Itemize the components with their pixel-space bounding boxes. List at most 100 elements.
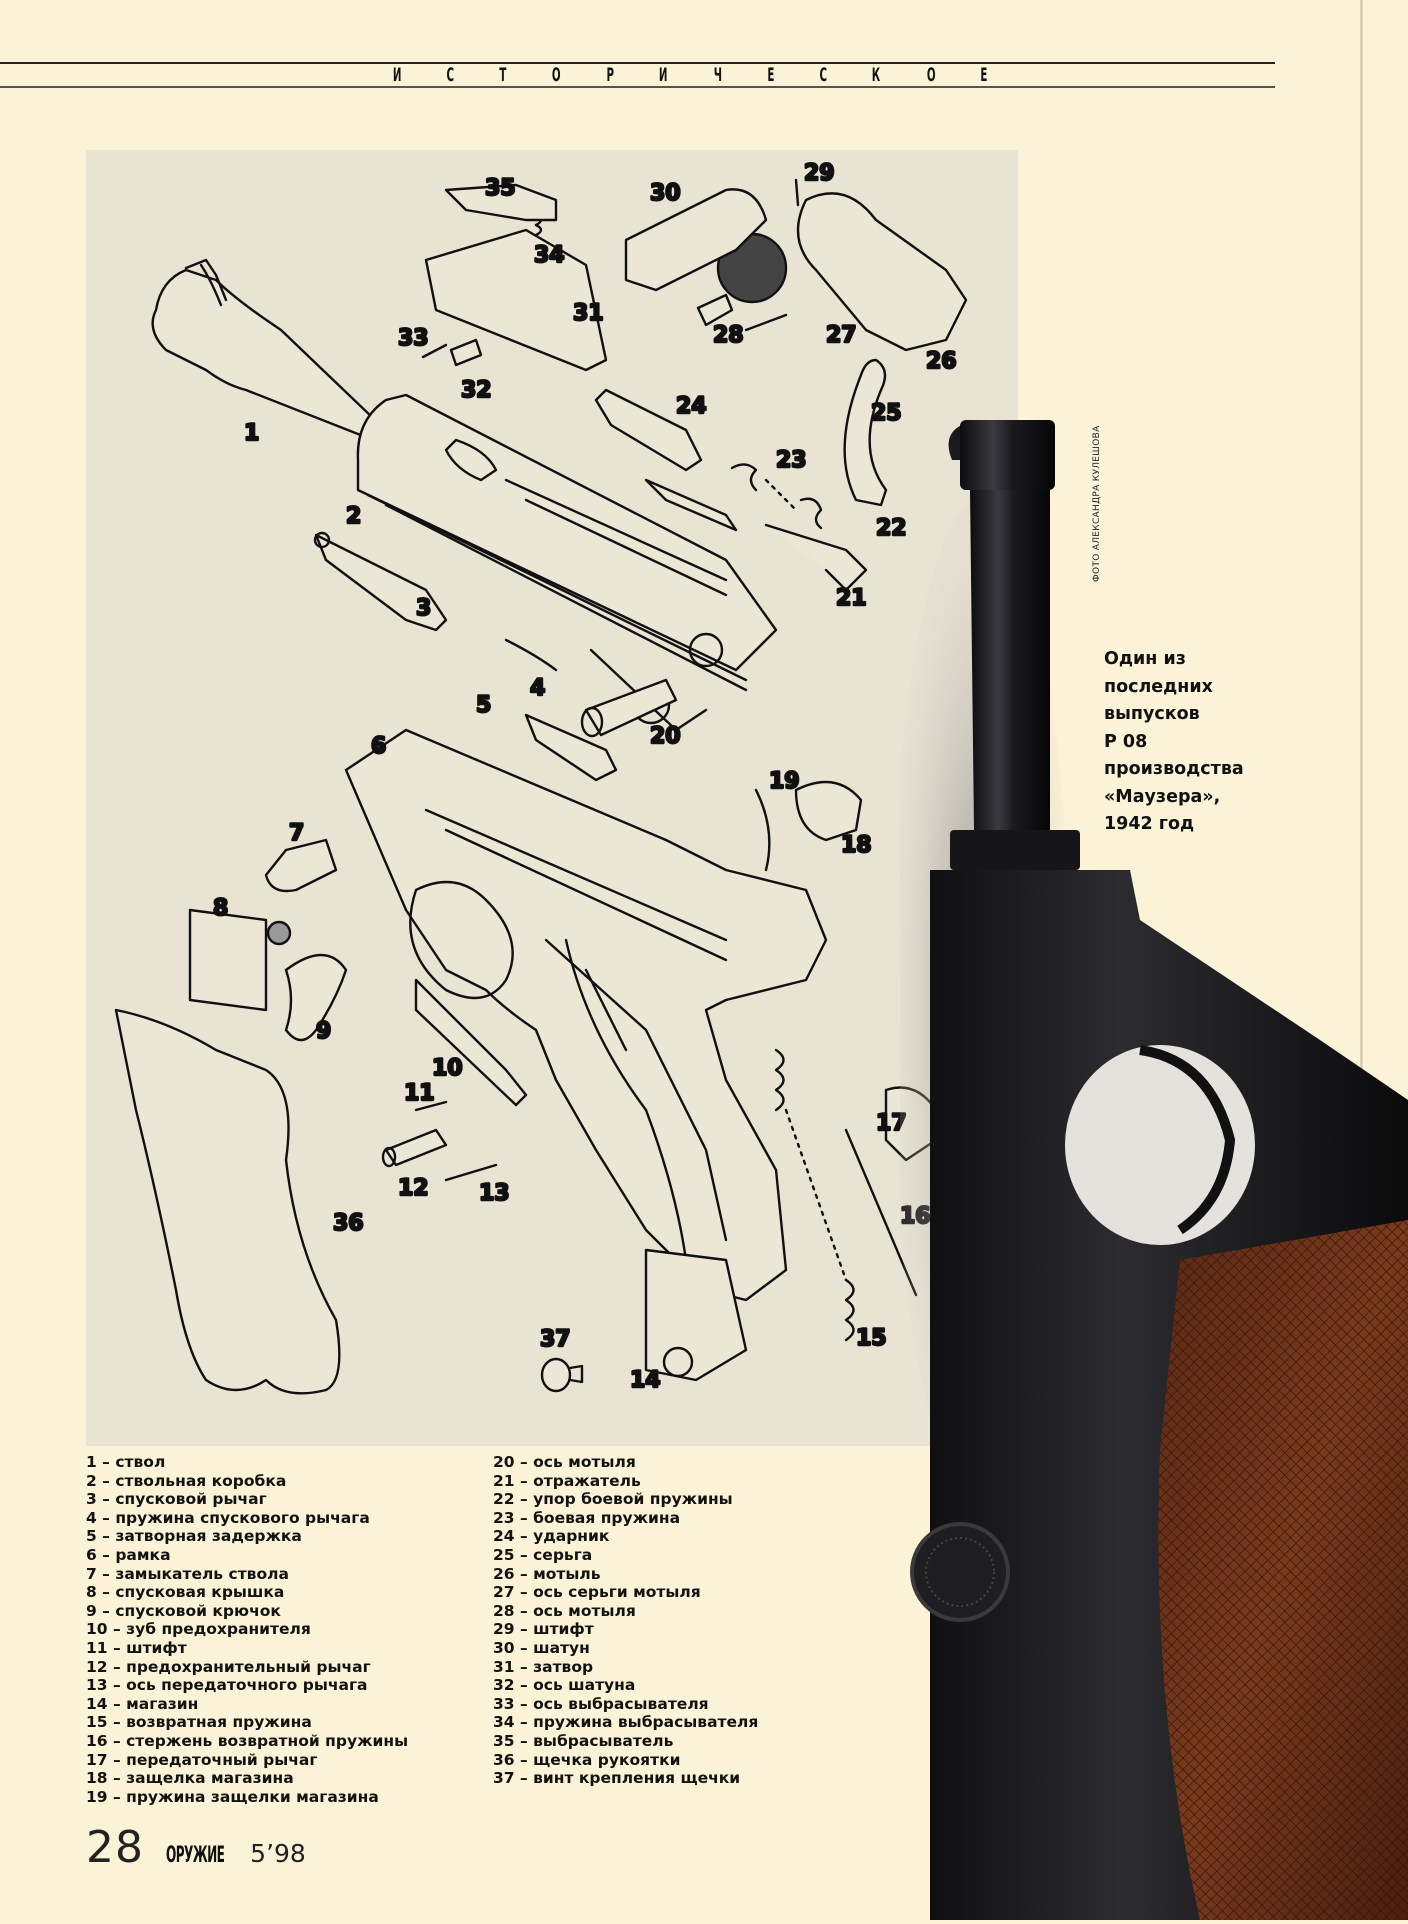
part-ejector-reflector [644, 478, 738, 532]
legend-item: 5 – затворная задержка [86, 1527, 302, 1546]
part-label-27: 27 [826, 323, 857, 348]
legend-item: 17 – передаточный рычаг [86, 1750, 318, 1769]
legend-item: 35 – выбрасыватель [493, 1731, 674, 1750]
legend-item: 16 – стержень возвратной пружины [86, 1731, 409, 1750]
part-label-1: 1 [244, 421, 259, 446]
part-label-11: 11 [404, 1081, 435, 1106]
part-grip-screw [540, 1357, 584, 1393]
part-label-26: 26 [926, 349, 957, 374]
page-fold [1360, 0, 1363, 1920]
legend-item: 4 – пружина спускового рычага [86, 1508, 370, 1527]
parts-legend-right: 20 – ось мотыля 21 – отражатель 22 – упо… [493, 1453, 758, 1788]
part-label-22: 22 [876, 516, 907, 541]
part-frame [344, 728, 828, 1302]
caption-line: производства [1104, 759, 1244, 779]
header-rule-bottom [0, 86, 1275, 88]
caption-line: «Маузера», [1104, 786, 1221, 807]
part-trigger-spring [504, 638, 558, 672]
part-label-36: 36 [333, 1211, 364, 1236]
part-pin [414, 1100, 448, 1112]
part-label-5: 5 [476, 693, 491, 718]
part-hold-open [524, 713, 618, 782]
part-label-25: 25 [871, 401, 902, 426]
section-letter: О [551, 64, 561, 86]
legend-item: 31 – затвор [493, 1657, 594, 1676]
legend-item: 30 – шатун [493, 1638, 590, 1657]
part-magazine [644, 1248, 748, 1382]
section-letter: Т [499, 64, 507, 86]
legend-item: 7 – замыкатель ствола [86, 1564, 289, 1583]
part-front-toggle [624, 188, 768, 292]
legend-item: 1 – ствол [86, 1453, 166, 1471]
caption-line: Один из [1104, 649, 1186, 669]
legend-item: 19 – пружина защелки магазина [86, 1787, 379, 1806]
part-recoil-spring-top [774, 1048, 785, 1112]
part-rear-toggle [796, 192, 968, 352]
section-letter: И [659, 64, 668, 86]
legend-item: 33 – ось выбрасывателя [493, 1694, 709, 1713]
legend-item: 28 – ось мотыля [493, 1601, 636, 1620]
part-label-2: 2 [346, 504, 361, 529]
legend-item: 26 – мотыль [493, 1564, 601, 1583]
part-label-33: 33 [398, 326, 429, 351]
part-extractor [444, 183, 558, 222]
part-safety-lever [381, 1128, 448, 1168]
part-label-13: 13 [479, 1181, 510, 1206]
part-label-10: 10 [432, 1056, 463, 1081]
legend-item: 27 – ось серьги мотыля [493, 1583, 701, 1602]
part-grip-panel [114, 1008, 341, 1395]
part-label-15: 15 [856, 1326, 887, 1351]
barrel [970, 490, 1050, 830]
diagram-drawing: 1 2 3 4 5 6 7 8 9 10 11 12 13 14 15 16 1… [114, 160, 968, 1395]
caption-line: 1942 год [1104, 814, 1195, 834]
part-barrel-lock [264, 838, 338, 893]
part-label-37: 37 [540, 1327, 571, 1352]
legend-item: 24 – ударник [493, 1527, 610, 1546]
part-label-30: 30 [650, 181, 681, 206]
part-trigger-bar [313, 531, 448, 632]
parts-legend-left: 1 – ствол 2 – ствольная коробка 3 – спус… [86, 1453, 408, 1806]
photo-credit: ФОТО АЛЕКСАНДРА КУЛЕШОВА [1092, 425, 1102, 582]
section-letter: К [872, 64, 881, 86]
part-label-8: 8 [213, 896, 228, 921]
caption-line: выпусков [1104, 704, 1200, 724]
legend-item: 6 – рамка [86, 1545, 171, 1564]
legend-item: 9 – спусковой крючок [86, 1601, 281, 1620]
part-mainspring [730, 463, 823, 530]
legend-item: 8 – спусковая крышка [86, 1583, 285, 1602]
part-label-32: 32 [461, 378, 492, 403]
part-barrel-lock-knob [266, 920, 292, 946]
legend-item: 25 – серьга [493, 1545, 593, 1564]
legend-item: 21 – отражатель [493, 1471, 641, 1490]
legend-item: 29 – штифт [493, 1620, 594, 1639]
section-letter: С [819, 64, 827, 86]
pistol-photo [890, 400, 1408, 1920]
legend-item: 10 – зуб предохранителя [86, 1620, 311, 1639]
part-label-6: 6 [371, 734, 386, 759]
photo-caption: Один из последних выпусков Р 08 производ… [1104, 646, 1284, 839]
part-label-9: 9 [316, 1019, 331, 1044]
part-label-31: 31 [573, 301, 604, 326]
issue-number: 5’98 [250, 1839, 306, 1868]
part-firing-pin [594, 388, 703, 472]
part-transfer-lever-axle [444, 1163, 498, 1182]
exploded-diagram: 1 2 3 4 5 6 7 8 9 10 11 12 13 14 15 16 1… [86, 150, 1018, 1446]
legend-item: 22 – упор боевой пружины [493, 1490, 733, 1509]
part-front-toggle-axle [449, 338, 483, 367]
part-label-28: 28 [713, 323, 744, 348]
part-label-29: 29 [804, 161, 835, 186]
part-label-14: 14 [630, 1368, 661, 1393]
caption-line: последних [1104, 676, 1213, 697]
part-link [843, 358, 888, 507]
takedown-lever-knurl [925, 1537, 995, 1607]
page-number: 28 [86, 1822, 144, 1873]
part-mainspring-stop [764, 523, 868, 592]
part-label-23: 23 [776, 448, 807, 473]
part-label-18: 18 [841, 833, 872, 858]
part-side-plate [188, 908, 268, 1012]
section-letter: О [926, 64, 936, 86]
section-letter: Е [767, 64, 775, 86]
section-letter: Р [606, 64, 614, 86]
section-letter: С [446, 64, 455, 86]
part-label-3: 3 [416, 596, 431, 621]
